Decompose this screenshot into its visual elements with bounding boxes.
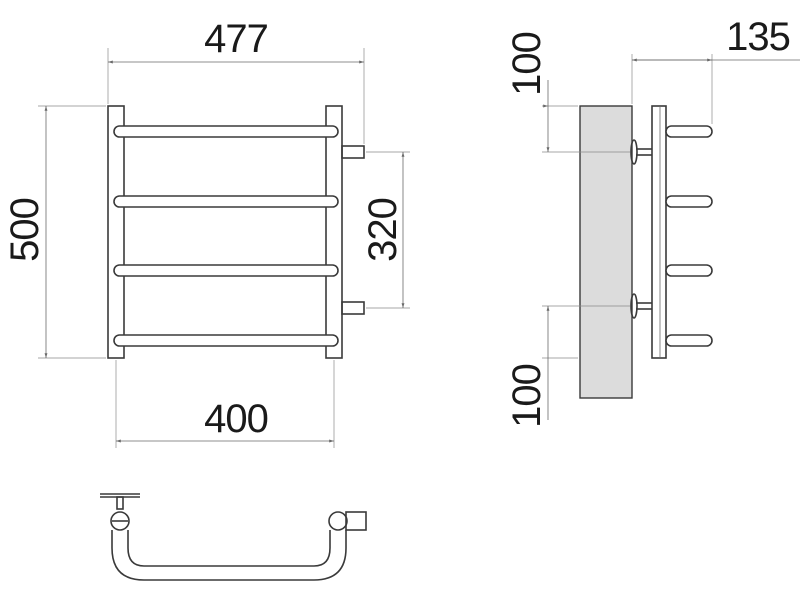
left-rail [107, 105, 125, 359]
upper-bracket [630, 139, 652, 165]
bottom-view [100, 493, 367, 581]
rung-end [665, 125, 713, 138]
dimension-label-100-top: 100 [505, 32, 549, 96]
rail-profile [651, 105, 667, 359]
rung-end [665, 334, 713, 347]
u-tube [111, 530, 347, 581]
rung-end [665, 195, 713, 208]
dimension-label-477: 477 [204, 17, 268, 61]
dimension-label-135: 135 [726, 15, 790, 59]
dimension-477: 477 [107, 17, 365, 144]
rung [113, 264, 339, 277]
right-connection [345, 511, 367, 531]
dimension-400: 400 [115, 360, 335, 448]
right-rail [325, 105, 343, 359]
rung [113, 334, 339, 347]
dimension-label-100-bottom: 100 [505, 364, 549, 428]
dimension-label-400: 400 [204, 397, 268, 441]
rungs [113, 125, 339, 347]
dimension-500: 500 [3, 105, 106, 359]
dimension-100-top: 100 [505, 32, 630, 153]
right-nut [328, 511, 348, 531]
flange-post [116, 496, 124, 510]
front-view: 477 500 320 400 [3, 17, 410, 448]
lower-bracket [630, 293, 652, 319]
dimension-label-320: 320 [361, 198, 405, 262]
lower-connection [341, 301, 365, 315]
dimension-label-500: 500 [3, 198, 47, 262]
dimension-135: 135 [631, 15, 800, 124]
dimension-100-bottom: 100 [505, 305, 630, 428]
rung [113, 125, 339, 138]
upper-connection [341, 145, 365, 159]
left-nut [110, 511, 130, 531]
side-view: 135 100 100 [505, 15, 800, 428]
wall-section [579, 105, 633, 399]
dimension-320: 320 [361, 151, 410, 309]
rung-end [665, 264, 713, 277]
rung [113, 195, 339, 208]
